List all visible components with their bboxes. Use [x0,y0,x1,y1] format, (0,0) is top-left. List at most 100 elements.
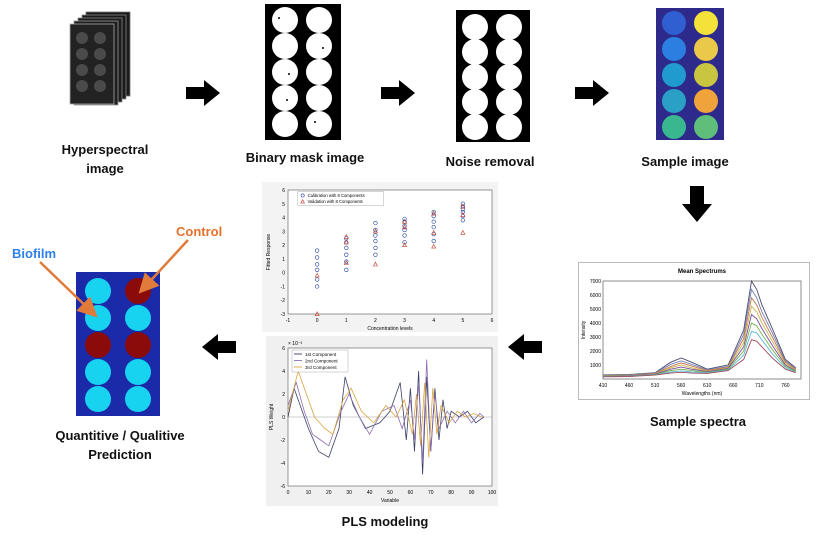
x-tick-label: 40 [367,490,373,496]
prediction-map-image [76,272,160,416]
x-tick-label: 70 [428,490,434,496]
calibration-point [373,245,378,250]
x-tick-label: 60 [408,490,414,496]
x-tick-label: 2 [374,318,377,324]
series-line [287,370,485,475]
legend-box [297,191,384,206]
y-tick-label: 1 [282,257,285,263]
legend-box [291,349,349,373]
x-axis-label: Wavelengths (nm) [682,391,723,397]
left-arrow-icon [508,334,542,360]
validation-point [460,211,466,217]
calibration-point [344,245,349,250]
series-line [602,313,797,377]
y-tick-label: 4 [282,216,285,222]
right-arrow-icon [186,80,220,106]
plot-area [287,189,493,315]
validation-point [431,210,437,216]
legend-marker [300,199,305,204]
x-tick-label: -1 [286,318,291,324]
y-tick-label: 4000 [590,321,601,327]
calibration-point [373,220,378,226]
x-tick-label: 20 [326,490,332,496]
calibration-point [460,207,465,212]
y-tick-label: 2 [282,392,285,398]
y-axis-label: Fitted Response [266,234,272,271]
legend-entry: Calibration with 8 Components [308,193,365,198]
x-tick-label: 710 [755,383,764,389]
x-tick-label: 5 [461,318,464,324]
legend-entry: 2nd Component [305,358,338,363]
validation-point [343,234,349,239]
x-tick-label: 0 [316,318,319,324]
x-tick-label: 460 [625,383,634,389]
y-tick-label: -2 [281,438,286,444]
y-tick-label: 5 [282,202,285,208]
validation-point [343,239,349,245]
caption-pls-modeling: PLS modeling [341,514,429,529]
x-tick-label: 0 [287,490,290,496]
control-label: Control [176,224,223,239]
x-tick-label: 510 [651,383,660,389]
chart-title: Mean Spectrums [678,269,727,275]
x-tick-label: 610 [703,383,712,389]
right-arrow-icon [575,80,609,106]
y-axis-label: Intensity [581,320,587,339]
calibration-point [373,233,378,238]
y-tick-label: -3 [281,312,286,318]
sample-image [656,8,724,140]
legend-marker [300,193,305,198]
calibration-point [431,209,436,215]
validation-point [431,229,437,235]
calibration-point [315,262,320,267]
caption-prediction-line2: Prediction [88,447,152,462]
down-arrow-icon [682,186,712,222]
y-tick-label: 0 [282,271,285,277]
validation-point [402,224,408,230]
calibration-point [344,259,349,264]
y-tick-label: 3000 [590,335,601,341]
validation-point [343,260,349,265]
x-axis-label: Variable [381,498,399,504]
calibration-point [402,227,407,233]
calibration-point [431,214,436,219]
calibration-point [315,255,320,260]
x-tick-label: 660 [729,383,738,389]
calibration-point [315,248,320,253]
calibration-point [402,223,407,228]
series-line [602,330,796,377]
x-tick-label: 410 [599,383,608,389]
series-line [602,322,796,377]
series-line [287,369,482,458]
series-line [602,339,796,378]
validation-point [460,203,466,209]
validation-point [402,218,408,224]
y-axis-label: PLS Weight [269,403,275,430]
series-line [602,279,797,376]
axis-exponent: × 10⁻³ [288,341,303,347]
y-tick-label: 1000 [590,363,601,369]
x-tick-label: 90 [469,490,475,496]
y-tick-label: -4 [281,461,286,467]
calibration-point [402,240,407,245]
caption-sample-image: Sample image [641,154,729,169]
calibration-point [431,238,436,244]
validation-point [402,242,408,248]
hyperspectral-cube-image [69,11,131,106]
y-tick-label: 6000 [590,293,601,299]
calibration-point [373,252,378,257]
caption-noise-removal: Noise removal [445,154,535,169]
validation-point [460,229,466,235]
plot-area [602,280,802,380]
x-tick-label: 760 [781,383,790,389]
x-tick-label: 560 [677,383,686,389]
caption-prediction: Quantitive / Qualitive Prediction [20,426,220,464]
y-tick-label: 2000 [590,349,601,355]
validation-point [314,311,320,316]
calibration-point [344,267,349,273]
y-tick-label: 6 [282,188,285,194]
y-tick-label: -2 [281,298,286,304]
legend-entry: 1st Component [305,352,337,357]
y-tick-label: 4 [282,369,285,375]
calibration-point [402,233,407,238]
